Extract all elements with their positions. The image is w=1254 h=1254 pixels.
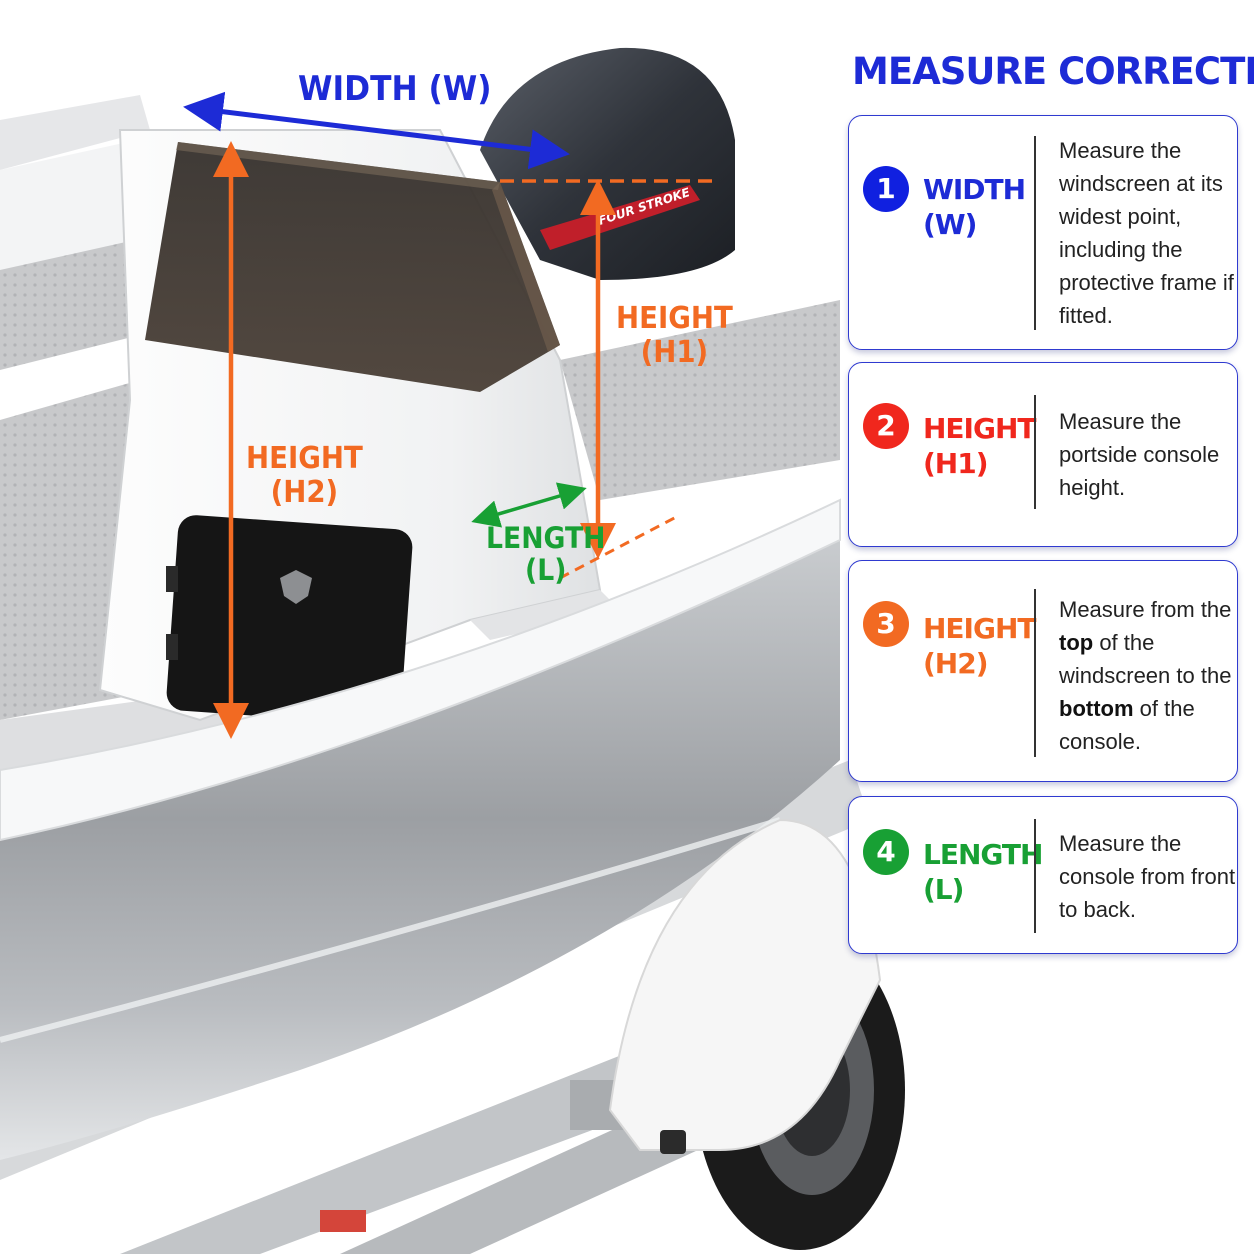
width-arrow — [183, 91, 570, 170]
h1-reference-bottom — [559, 513, 681, 580]
description-fragment: of the windscreen to the — [1059, 630, 1232, 688]
description-fragment: of the console. — [1059, 696, 1195, 754]
description-fragment: Measure the console from front to back. — [1059, 831, 1236, 922]
instruction-card-length: 4 LENGTH (L) Measure the console from fr… — [848, 796, 1238, 954]
step-1-badge: 1 — [863, 166, 909, 212]
step-3-description: Measure from the top of the windscreen t… — [1059, 593, 1237, 758]
description-fragment: Measure the windscreen at its widest poi… — [1059, 138, 1234, 328]
step-3-divider — [1034, 589, 1036, 757]
panel-title: MEASURE CORRECTLY — [852, 50, 1254, 93]
step-1-term: WIDTH (W) — [923, 173, 1026, 241]
h2-label: HEIGHT (H2) — [246, 441, 363, 510]
step-1-divider — [1034, 136, 1036, 330]
description-fragment: Measure from the — [1059, 597, 1232, 622]
step-1-description: Measure the windscreen at its widest poi… — [1059, 134, 1237, 332]
description-fragment: bottom — [1059, 696, 1134, 721]
instruction-card-height-h2: 3 HEIGHT (H2) Measure from the top of th… — [848, 560, 1238, 782]
h1-label: HEIGHT (H1) — [616, 301, 733, 370]
length-label: LENGTH (L) — [486, 521, 606, 588]
step-2-badge: 2 — [863, 403, 909, 449]
step-4-badge: 4 — [863, 829, 909, 875]
length-arrow — [471, 482, 587, 528]
instruction-card-width: 1 WIDTH (W) Measure the windscreen at it… — [848, 115, 1238, 350]
description-fragment: top — [1059, 630, 1094, 655]
instruction-card-height-h1: 2 HEIGHT (H1) Measure the portside conso… — [848, 362, 1238, 547]
step-2-term: HEIGHT (H1) — [923, 412, 1037, 480]
step-3-badge: 3 — [863, 601, 909, 647]
step-2-divider — [1034, 395, 1036, 509]
step-2-description: Measure the portside console height. — [1059, 405, 1237, 504]
description-fragment: Measure the portside console height. — [1059, 409, 1220, 500]
step-4-description: Measure the console from front to back. — [1059, 827, 1237, 926]
step-4-term: LENGTH (L) — [923, 838, 1043, 906]
trailer-wheel — [608, 818, 905, 1250]
width-label: WIDTH (W) — [298, 69, 492, 109]
step-3-term: HEIGHT (H2) — [923, 612, 1037, 680]
hull — [0, 498, 841, 1160]
step-4-divider — [1034, 819, 1036, 933]
